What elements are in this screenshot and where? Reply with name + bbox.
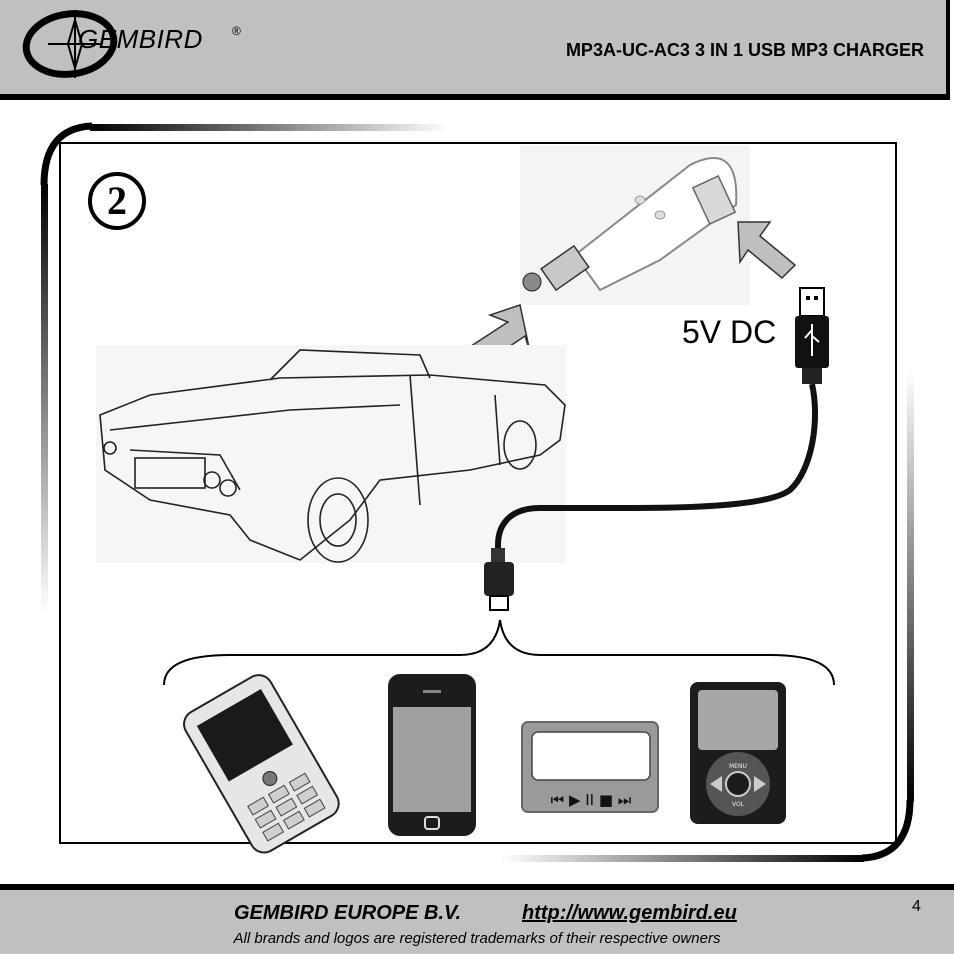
page-footer: GEMBIRD EUROPE B.V. http://www.gembird.e… <box>0 884 954 954</box>
player-controls-label: ⏮ ▶ II ■ ⏭ <box>551 791 632 809</box>
page-header: GEMBIRD ® MP3A-UC-AC3 3 IN 1 USB MP3 CHA… <box>0 0 950 100</box>
registered-mark: ® <box>232 24 241 38</box>
document-title: MP3A-UC-AC3 3 IN 1 USB MP3 CHARGER <box>565 40 924 60</box>
company-name: GEMBIRD EUROPE B.V. <box>234 902 462 924</box>
usb-cable <box>495 383 819 562</box>
device-brace <box>163 619 835 686</box>
trademark-notice: All brands and logos are registered trad… <box>233 930 721 947</box>
website-link[interactable]: http://www.gembird.eu <box>522 902 737 924</box>
page-number: 4 <box>912 898 921 915</box>
arrow-to-charger-icon <box>737 221 797 280</box>
ipod-style-player-icon <box>690 682 786 824</box>
gembird-logo <box>22 10 118 78</box>
smartphone-icon <box>388 674 476 836</box>
mobile-phone-icon <box>183 674 340 854</box>
ipod-menu-label: MENU <box>729 763 747 770</box>
ipod-vol-label: VOL <box>732 801 745 808</box>
step-number-badge: 2 <box>88 172 146 230</box>
mini-usb-plug-icon <box>484 548 514 611</box>
car-charger-icon <box>520 145 750 305</box>
convertible-car-icon <box>96 345 566 563</box>
usb-plug-icon <box>795 287 829 384</box>
logo-wordmark: GEMBIRD <box>78 24 203 54</box>
mp3-player-icon <box>521 721 659 813</box>
content-frame <box>40 122 914 862</box>
voltage-label: 5V DC <box>682 314 777 350</box>
